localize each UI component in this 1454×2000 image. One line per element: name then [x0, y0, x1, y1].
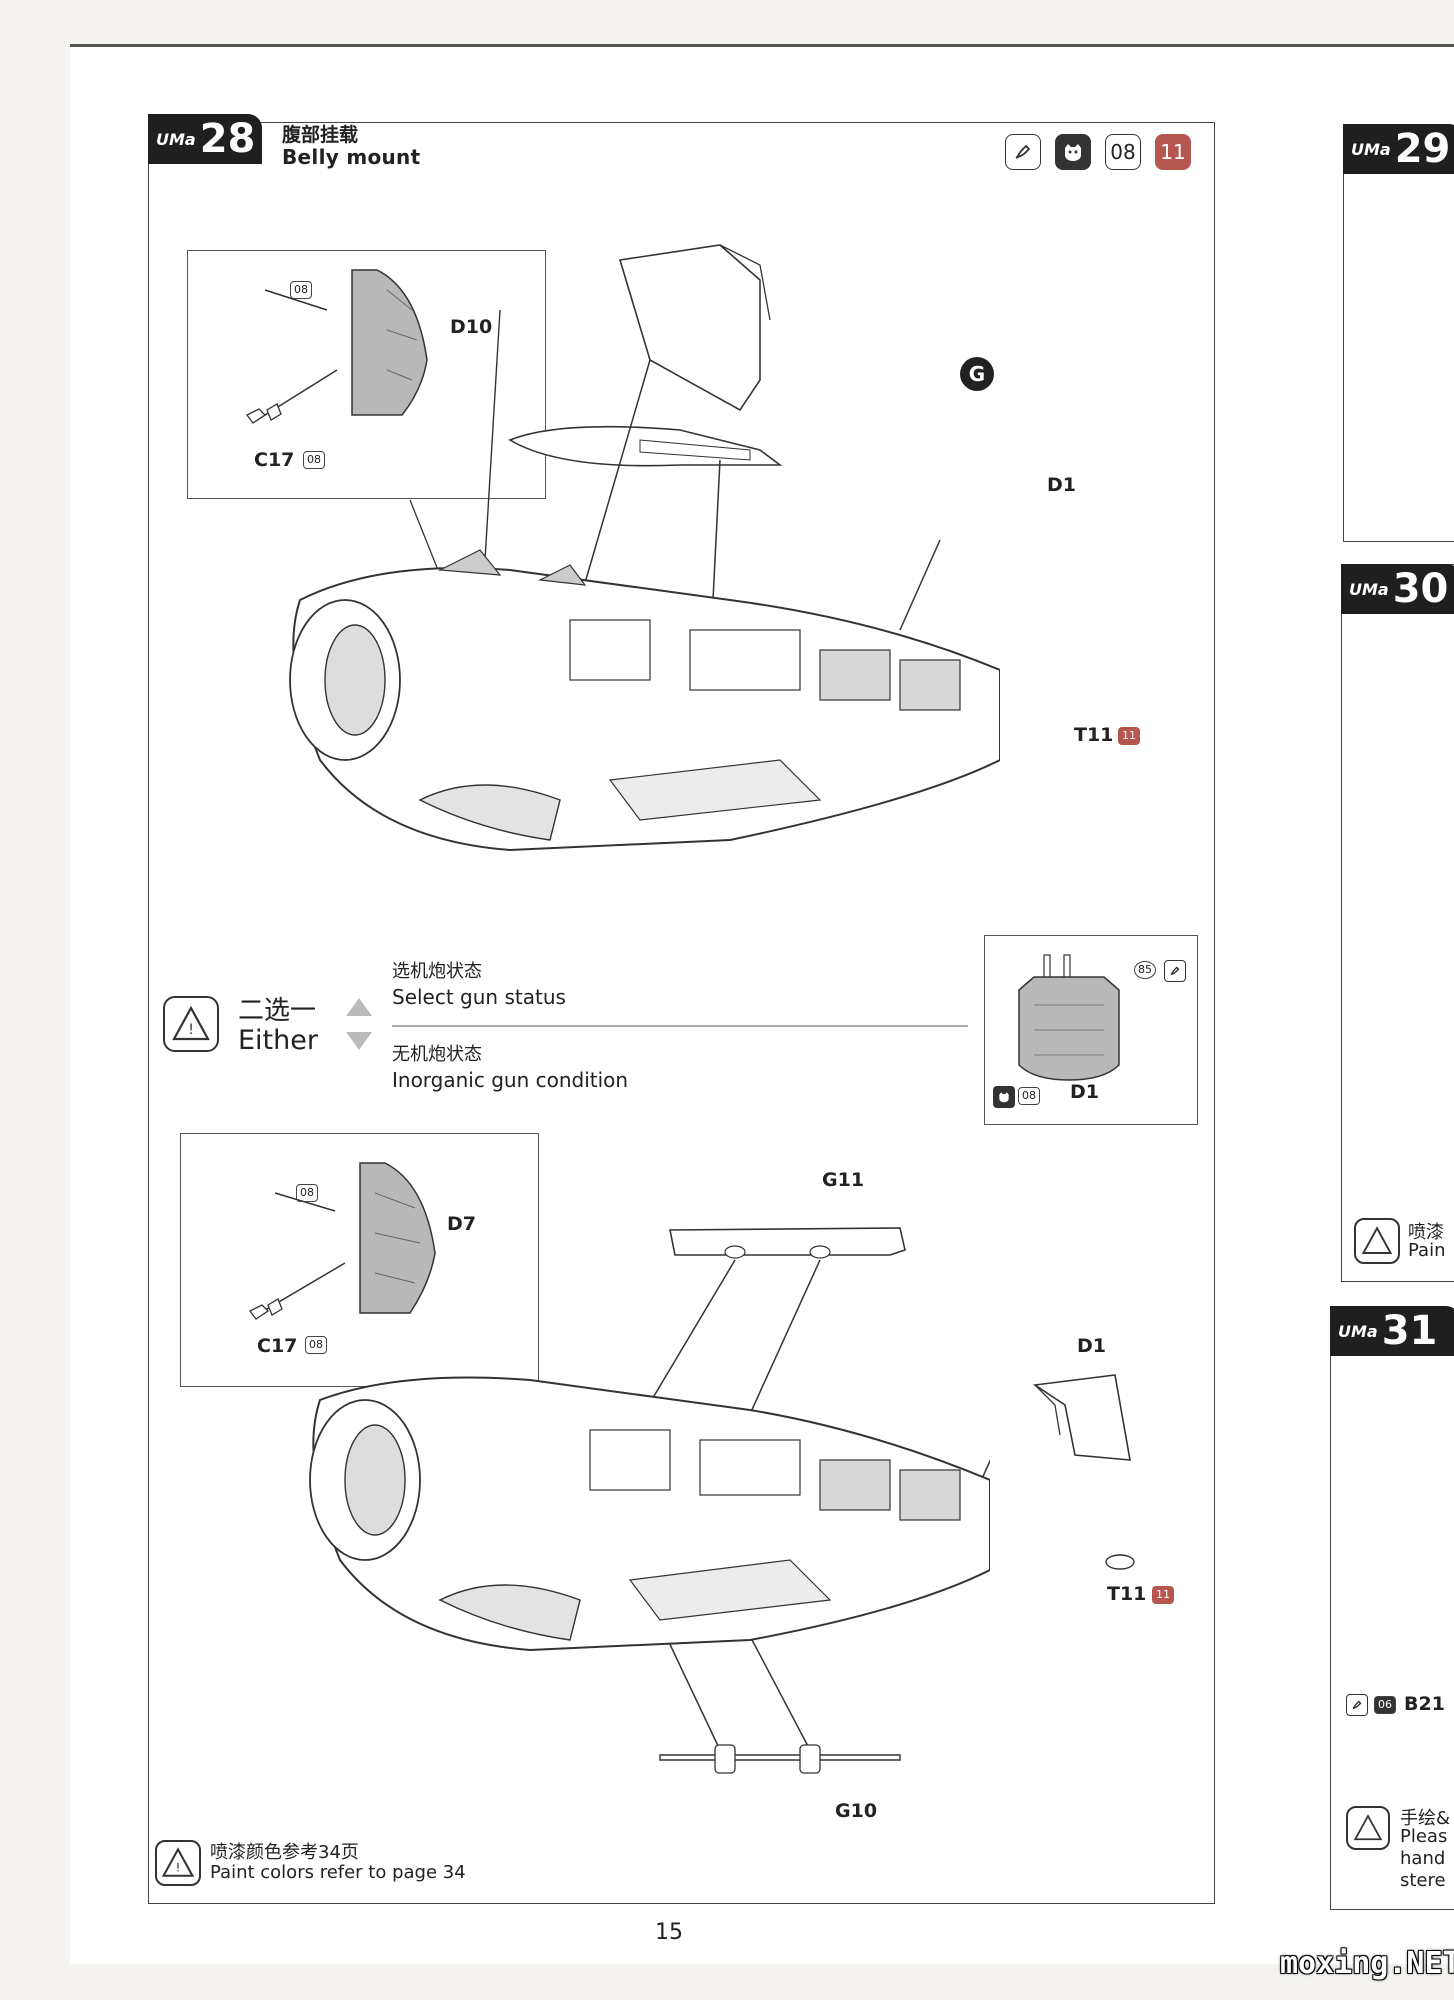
d1-panel-part-label: D1: [1070, 1081, 1099, 1103]
top-assembly-drawing: [289, 244, 1000, 852]
step-30-badge: UMa 30: [1341, 564, 1454, 614]
top-rule: [70, 44, 1454, 47]
part-label-d1-top: D1: [1047, 474, 1076, 496]
step-31-code-06: 06: [1374, 1696, 1396, 1714]
part-label-d7: D7: [447, 1213, 476, 1235]
t11-code-11-bottom: 11: [1152, 1586, 1174, 1604]
c17-code-08-bottom: 08: [305, 1336, 327, 1354]
step-28-frame: [148, 122, 1215, 1904]
step-30-warning-icon: [1354, 1218, 1400, 1264]
either-label-cn: 二选一: [238, 996, 317, 1026]
step-29-number: 29: [1394, 126, 1451, 172]
part-label-c17-top: C17: [254, 449, 295, 471]
step-31-part-b21: B21: [1404, 1693, 1445, 1715]
page-number: 15: [655, 1920, 683, 1945]
option1-cn: 选机炮状态: [392, 961, 482, 982]
d1-panel-code-08: 08: [1018, 1087, 1040, 1105]
svg-text:!: !: [176, 1861, 181, 1875]
step-31-warning-icon: [1346, 1806, 1390, 1850]
step-31-badge: UMa 31: [1330, 1306, 1454, 1356]
g-marker-text: G: [968, 362, 986, 386]
brand-logo: UMa: [156, 129, 196, 149]
either-divider: [392, 1025, 968, 1027]
step-31-number: 31: [1381, 1308, 1438, 1354]
part-label-c17-bottom: C17: [257, 1335, 298, 1357]
svg-text:!: !: [188, 1022, 194, 1038]
either-arrows-icon: [346, 998, 372, 1050]
site-watermark: moxing.NET: [1280, 1946, 1454, 1981]
inset-code-08-bottom: 08: [296, 1184, 318, 1202]
step-30-paint-en: Pain: [1408, 1240, 1446, 1261]
step-30-number: 30: [1392, 566, 1449, 612]
d1-part-bottom-drawing: [1032, 1374, 1131, 1461]
t11-part-bottom-drawing: [1105, 1554, 1135, 1570]
d1-panel-drawing: [1018, 954, 1120, 1081]
option1-en: Select gun status: [392, 985, 566, 1009]
d1-panel-cat-face-icon: [993, 1086, 1015, 1108]
d1-panel-code-85: 85: [1134, 961, 1156, 979]
step-31-brand: UMa: [1338, 1321, 1378, 1341]
step-28-badge: UMa 28: [148, 114, 262, 164]
step-29-brand: UMa: [1351, 139, 1391, 159]
either-label-en: Either: [238, 1025, 318, 1056]
bottom-assembly-drawing: [309, 1227, 990, 1774]
either-warning-icon: !: [163, 996, 219, 1052]
option2-en: Inorganic gun condition: [392, 1068, 629, 1092]
step-title-cn: 腹部挂载: [282, 124, 359, 146]
t11-code-11-top: 11: [1118, 727, 1140, 745]
step-29-badge: UMa 29: [1343, 124, 1454, 174]
footer-note-en: Paint colors refer to page 34: [210, 1862, 466, 1883]
footer-note-cn: 喷漆颜色参考34页: [210, 1842, 359, 1863]
part-label-t11-top: T11: [1074, 724, 1114, 746]
step-30-brand: UMa: [1349, 579, 1389, 599]
part-label-d10: D10: [450, 316, 493, 338]
step-31-note-en-3: stere: [1400, 1870, 1446, 1891]
step-31-note-en-2: hand: [1400, 1848, 1446, 1869]
paint-code-11-icon: 11: [1155, 134, 1191, 170]
cat-face-icon: [1055, 134, 1091, 170]
c17-code-08-top: 08: [303, 451, 325, 469]
step-30-frame: [1341, 564, 1454, 1282]
footer-warning-icon: !: [155, 1840, 201, 1886]
step-31-note-cn: 手绘&: [1400, 1808, 1451, 1829]
g-marker-icon: G: [960, 357, 994, 391]
inset-code-08: 08: [290, 281, 312, 299]
paint-code-08-icon: 08: [1105, 134, 1141, 170]
d1-panel-hand-paint-icon: [1164, 960, 1186, 982]
hand-paint-icon: [1005, 134, 1041, 170]
step-number: 28: [199, 116, 256, 162]
step-30-paint-cn: 喷漆: [1408, 1222, 1444, 1243]
header-icons: 08 11: [1005, 134, 1191, 170]
part-label-g11: G11: [822, 1169, 865, 1191]
part-label-d1-bottom: D1: [1077, 1335, 1106, 1357]
step-29-frame: [1343, 126, 1454, 542]
step-31-hand-paint-icon: [1346, 1694, 1368, 1716]
part-label-t11-bottom: T11: [1107, 1583, 1147, 1605]
part-label-g10: G10: [835, 1800, 878, 1822]
bottom-inset-drawing: [249, 1162, 436, 1320]
top-inset-drawing: [246, 269, 428, 424]
step-31-note-en-1: Pleas: [1400, 1826, 1448, 1847]
step-title-en: Belly mount: [282, 145, 421, 169]
option2-cn: 无机炮状态: [392, 1044, 482, 1065]
